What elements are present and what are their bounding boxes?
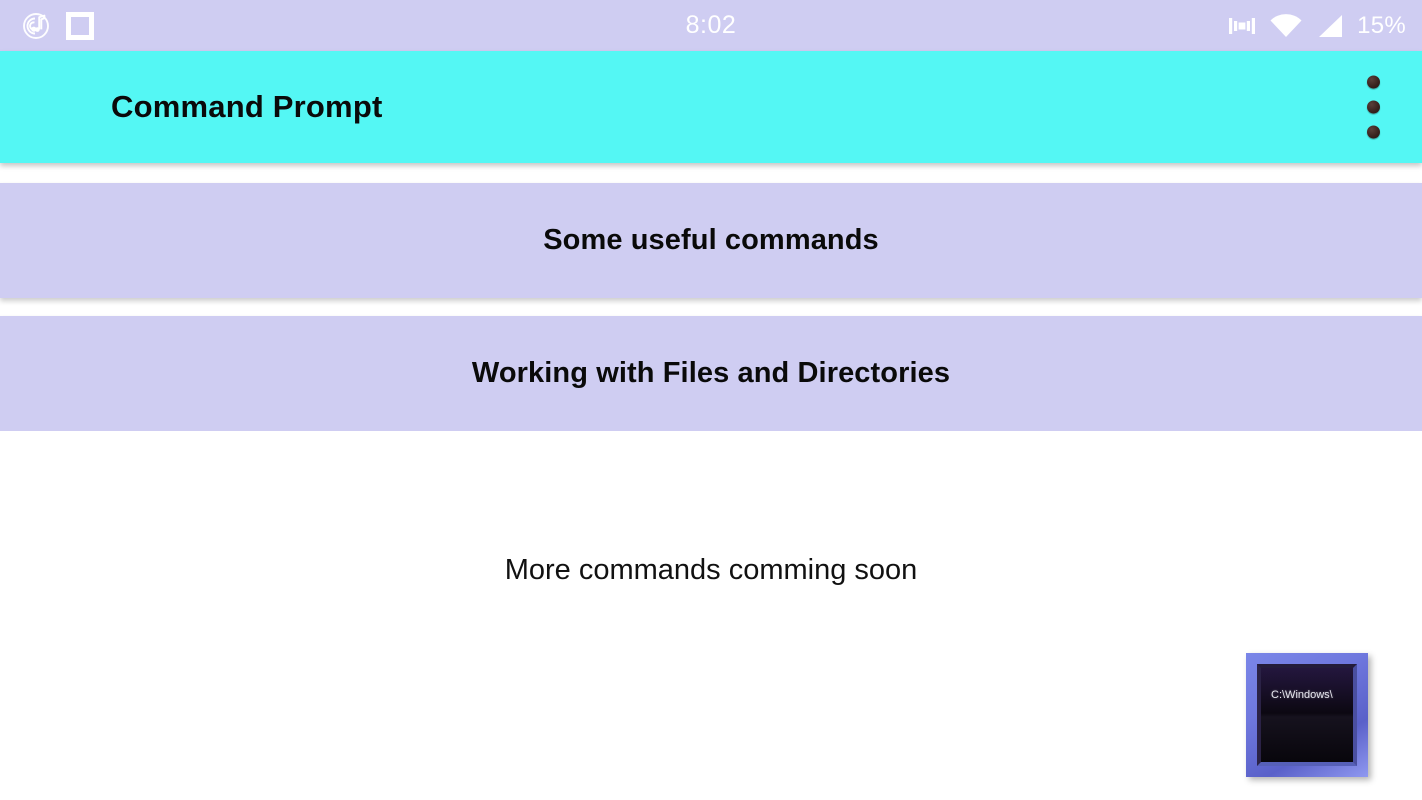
overflow-dot	[1367, 125, 1380, 139]
status-bar: 8:02 15%	[0, 0, 1422, 51]
card-some-useful-commands[interactable]: Some useful commands	[0, 183, 1422, 298]
command-prompt-icon-frame: C:\Windows\	[1257, 664, 1357, 766]
command-prompt-icon[interactable]: C:\Windows\	[1246, 653, 1368, 777]
wifi-icon	[1269, 12, 1303, 40]
signal-icon	[1315, 12, 1345, 40]
status-bar-center: 8:02	[0, 11, 1422, 40]
status-bar-right-icons: 15%	[1227, 12, 1406, 40]
coming-soon-text: More commands comming soon	[504, 554, 918, 586]
overflow-dot	[1367, 100, 1380, 114]
overflow-menu-icon[interactable]	[1367, 75, 1380, 139]
content-area: More commands comming soon	[0, 431, 1422, 800]
app-bar: Command Prompt	[0, 51, 1422, 163]
card-label: Some useful commands	[543, 224, 879, 256]
clock: 8:02	[685, 11, 737, 39]
music-note-vinyl-icon	[20, 10, 52, 42]
command-prompt-icon-screen	[1261, 668, 1353, 762]
square-outline-icon	[66, 11, 94, 40]
battery-percentage: 15%	[1357, 11, 1406, 39]
command-prompt-path-text: C:\Windows\	[1271, 689, 1333, 701]
card-label: Working with Files and Directories	[471, 357, 951, 389]
vibrate-icon	[1227, 12, 1257, 40]
card-working-with-files-and-directories[interactable]: Working with Files and Directories	[0, 316, 1422, 431]
page-title: Command Prompt	[111, 89, 383, 124]
overflow-dot	[1367, 75, 1380, 89]
status-bar-left-icons	[0, 10, 94, 42]
